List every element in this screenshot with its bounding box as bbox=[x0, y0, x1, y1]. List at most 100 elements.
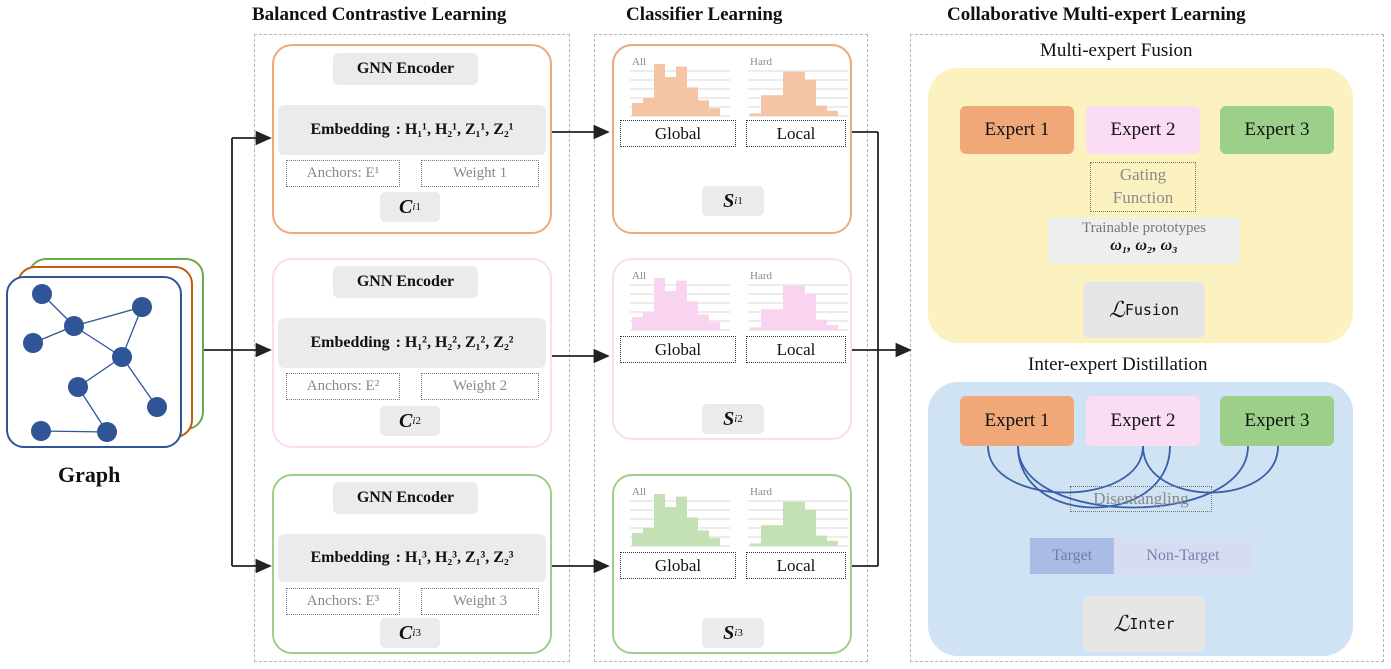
loss-symbol: ℒ bbox=[1108, 297, 1125, 322]
output-symbol: C bbox=[399, 195, 413, 218]
collab-learning-title: Collaborative Multi-expert Learning bbox=[947, 4, 1246, 25]
histogram-bar-all bbox=[643, 527, 654, 546]
histogram-bar-hard bbox=[761, 309, 772, 330]
histogram-bar-hard bbox=[827, 540, 838, 546]
histogram-bar-all bbox=[632, 533, 643, 546]
disentangling-box: Disentangling bbox=[1070, 486, 1212, 512]
histogram-bar-all bbox=[698, 314, 709, 330]
score-sup: 1 bbox=[737, 195, 743, 207]
output-symbol: C bbox=[399, 409, 413, 432]
gating-function-box: Gating Function bbox=[1090, 162, 1196, 212]
graph-node bbox=[31, 421, 51, 441]
classifier-column bbox=[594, 34, 868, 662]
output-sup: 2 bbox=[415, 415, 421, 427]
anchors-tag-3: Anchors: E³ bbox=[286, 588, 400, 615]
distill-title: Inter-expert Distillation bbox=[1028, 354, 1208, 375]
score-symbol: S bbox=[723, 621, 735, 644]
all-label-1: All bbox=[632, 56, 647, 68]
histogram-bar-all bbox=[676, 280, 687, 330]
output-sub: i bbox=[412, 201, 416, 213]
histogram-bar-all bbox=[698, 100, 709, 116]
histogram-bar-all bbox=[687, 517, 698, 546]
score-sup: 3 bbox=[737, 627, 743, 639]
score-sub: i bbox=[734, 413, 738, 425]
balanced-column bbox=[254, 34, 570, 662]
histogram-bar-all bbox=[665, 291, 676, 330]
omega-values: ω₁, ω₂, ω₃ bbox=[1110, 237, 1178, 254]
non-target-box: Non-Target bbox=[1114, 538, 1252, 574]
histogram-bar-all bbox=[676, 496, 687, 546]
histogram-bar-hard bbox=[794, 285, 805, 330]
histogram-bar-hard bbox=[783, 71, 794, 116]
hard-label-3: Hard bbox=[750, 486, 772, 498]
histogram-bar-all bbox=[665, 77, 676, 116]
histogram-bar-all bbox=[698, 530, 709, 546]
histogram-bar-hard bbox=[772, 309, 783, 330]
histogram-bar-hard bbox=[772, 525, 783, 546]
graph-node bbox=[32, 284, 52, 304]
gnn-encoder-1: GNN Encoder bbox=[333, 53, 478, 85]
histogram-bar-hard bbox=[816, 319, 827, 330]
prototypes-box: Trainable prototypes ω₁, ω₂, ω₃ bbox=[1048, 218, 1240, 264]
gnn-encoder-3: GNN Encoder bbox=[333, 482, 478, 514]
global-box-3: Global bbox=[620, 552, 736, 579]
classifier-to-collab-arrows bbox=[852, 131, 912, 567]
histogram-bar-hard bbox=[772, 95, 783, 116]
classifier-learning-title: Classifier Learning bbox=[626, 4, 783, 25]
histogram-bar-all bbox=[709, 108, 720, 116]
histogram-bar-hard bbox=[750, 327, 761, 330]
histogram-bar-all bbox=[709, 538, 720, 546]
hard-label-2: Hard bbox=[750, 270, 772, 282]
balanced-contrastive-title: Balanced Contrastive Learning bbox=[252, 4, 507, 25]
histogram-bar-hard bbox=[805, 509, 816, 546]
score-sub: i bbox=[734, 195, 738, 207]
anchors-tag-2: Anchors: E² bbox=[286, 373, 400, 400]
distill-expert-2: Expert 2 bbox=[1086, 396, 1200, 446]
embedding-formula: : H₁³, H₂³, Z₁³, Z₂³ bbox=[395, 549, 514, 566]
histogram-bar-all bbox=[632, 103, 643, 116]
branch-to-classifier-arrows bbox=[552, 124, 610, 574]
histogram-bar-hard bbox=[761, 95, 772, 116]
histogram-bar-hard bbox=[827, 110, 838, 116]
histogram-bar-hard bbox=[816, 535, 827, 546]
loss-symbol: ℒ bbox=[1113, 611, 1130, 636]
output-sup: 3 bbox=[415, 627, 421, 639]
distill-expert-1: Expert 1 bbox=[960, 396, 1074, 446]
fusion-expert-1: Expert 1 bbox=[960, 106, 1074, 154]
output-sup: 1 bbox=[415, 201, 421, 213]
histogram-bar-hard bbox=[783, 285, 794, 330]
target-box: Target bbox=[1030, 538, 1114, 574]
histogram-bar-all bbox=[632, 317, 643, 330]
graph-node bbox=[23, 333, 43, 353]
graph-to-branch-arrows bbox=[198, 130, 272, 574]
fusion-expert-2: Expert 2 bbox=[1086, 106, 1200, 154]
histogram-bar-hard bbox=[805, 293, 816, 330]
weight-tag-2: Weight 2 bbox=[421, 373, 539, 400]
histogram-bar-all bbox=[665, 507, 676, 546]
graph-node bbox=[112, 347, 132, 367]
gating-function-label: Gating Function bbox=[1112, 165, 1174, 207]
embedding-label: Embedding bbox=[310, 549, 390, 566]
loss-sup: Fusion bbox=[1124, 301, 1180, 319]
weight-tag-1: Weight 1 bbox=[421, 160, 539, 187]
prototypes-label: Trainable prototypes bbox=[1081, 220, 1206, 236]
score-sup: 2 bbox=[737, 413, 743, 425]
histogram-bar-hard bbox=[827, 324, 838, 330]
local-box-3: Local bbox=[746, 552, 846, 579]
histogram-bar-hard bbox=[750, 113, 761, 116]
graph-layer-front bbox=[6, 276, 182, 448]
all-label-3: All bbox=[632, 486, 647, 498]
graph-node bbox=[64, 316, 84, 336]
histogram-bar-all bbox=[643, 97, 654, 116]
embedding-box-3: Embedding : H₁³, H₂³, Z₁³, Z₂³ bbox=[278, 534, 546, 582]
embedding-formula: : H₁², H₂², Z₁², Z₂² bbox=[395, 334, 514, 351]
hard-label-1: Hard bbox=[750, 56, 772, 68]
graph-node bbox=[147, 397, 167, 417]
histogram-bar-hard bbox=[783, 501, 794, 546]
